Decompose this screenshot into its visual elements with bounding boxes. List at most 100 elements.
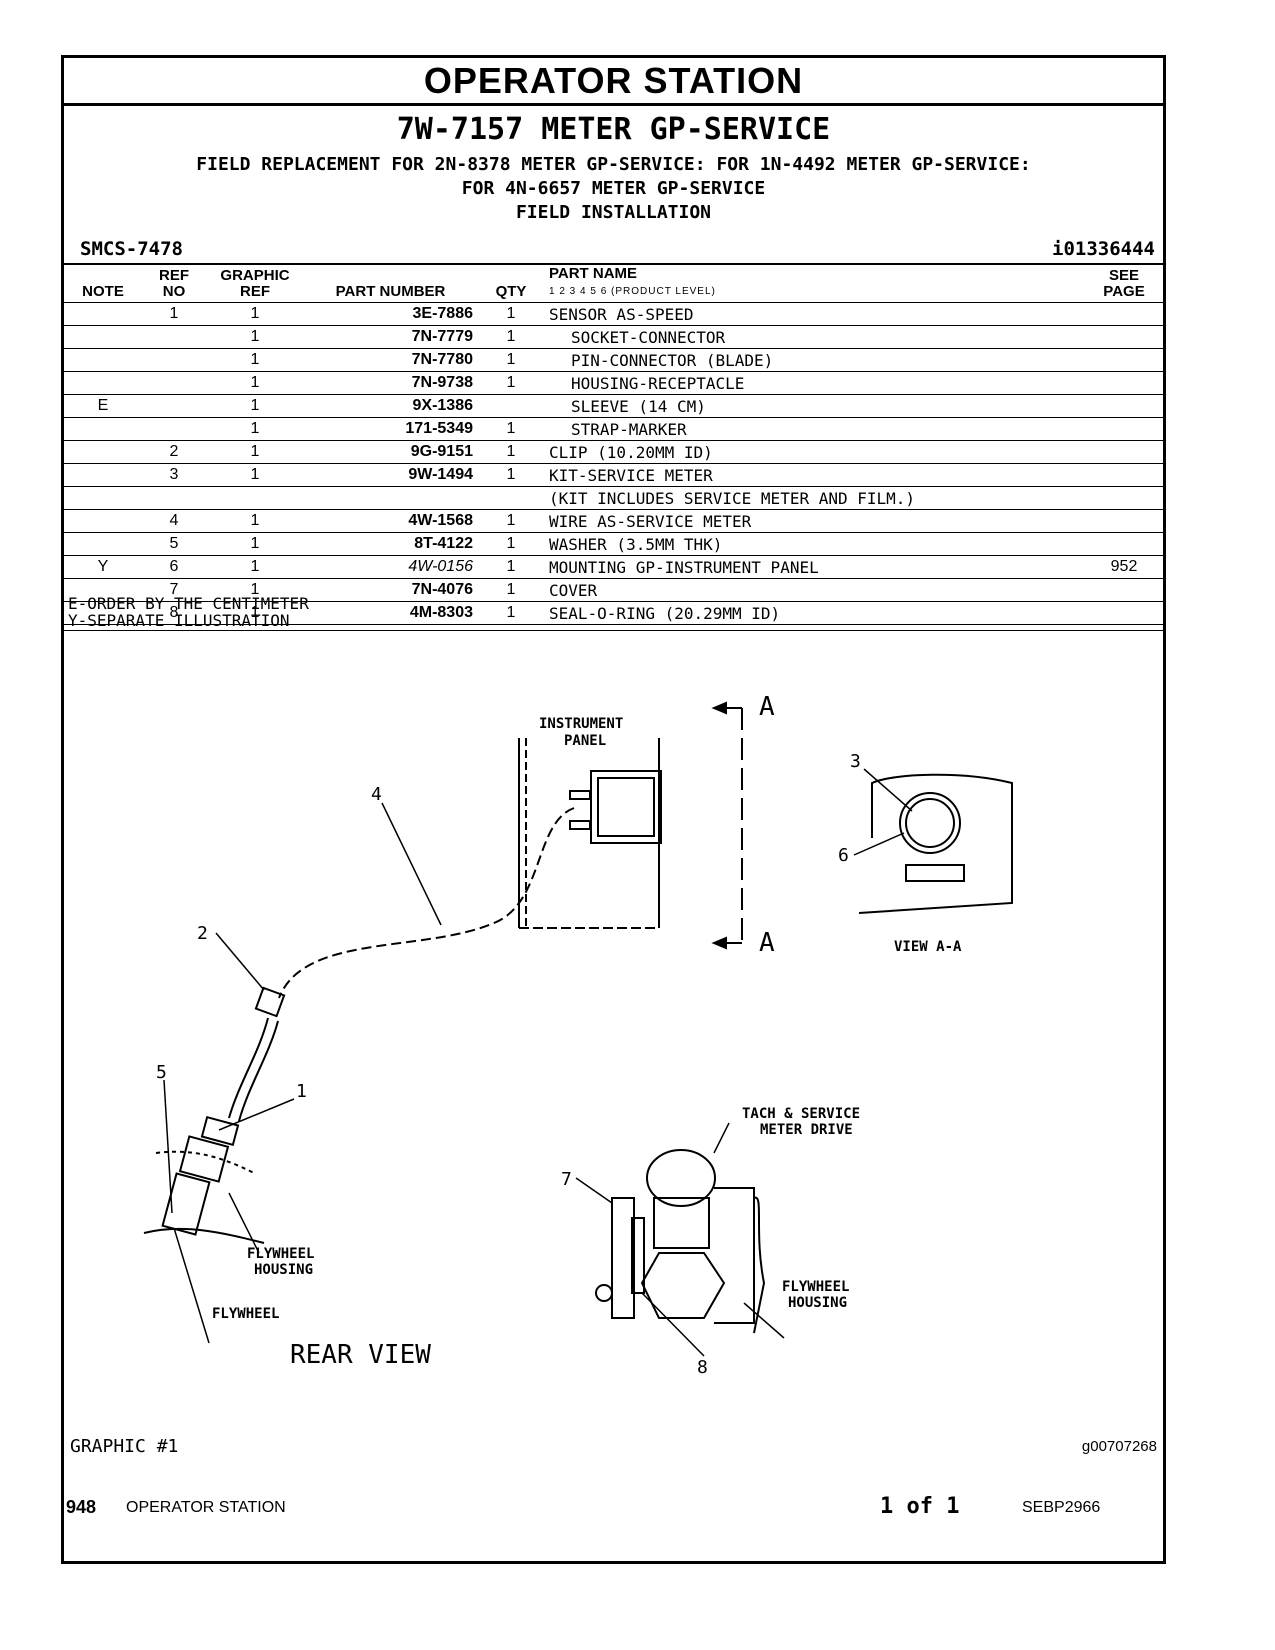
- row-part-number: 9G-9151: [304, 440, 477, 464]
- row-graphic-ref: 1: [206, 371, 304, 395]
- parts-row: 7 1 7N-4076 1 COVER: [64, 578, 1163, 602]
- parts-illustration: INSTRUMENT PANEL A A VIEW A-A TACH & SER…: [143, 692, 1013, 1378]
- row-qty: 1: [477, 532, 545, 556]
- parts-row: 3 1 9W-1494 1 KIT-SERVICE METER: [64, 463, 1163, 487]
- col-qty: QTY: [477, 263, 545, 303]
- row-ref-no: [142, 417, 206, 441]
- row-graphic-ref: 1: [206, 509, 304, 533]
- row-part-name: STRAP-MARKER: [545, 417, 1085, 441]
- page-frame: OPERATOR STATION 7W-7157 METER GP-SERVIC…: [61, 55, 1166, 1564]
- label-section-a-top: A: [759, 692, 775, 722]
- row-see-page: [1085, 371, 1163, 395]
- row-note: [64, 486, 142, 510]
- row-part-name: COVER: [545, 578, 1085, 602]
- row-see-page: [1085, 486, 1163, 510]
- row-see-page: [1085, 325, 1163, 349]
- row-graphic-ref: [206, 486, 304, 510]
- callout-6: 6: [838, 845, 849, 866]
- row-see-page: [1085, 417, 1163, 441]
- smcs-code: SMCS-7478: [80, 238, 183, 260]
- row-note: [64, 371, 142, 395]
- document-ident: i01336444: [1052, 238, 1155, 260]
- parts-row: 1 7N-7779 1 SOCKET-CONNECTOR: [64, 325, 1163, 349]
- label-instrument-panel-1: INSTRUMENT: [539, 716, 623, 732]
- row-part-number: 171-5349: [304, 417, 477, 441]
- label-tach-1: TACH & SERVICE: [742, 1106, 860, 1122]
- row-note: [64, 325, 142, 349]
- row-qty: 1: [477, 463, 545, 487]
- row-graphic-ref: 1: [206, 417, 304, 441]
- parts-row: 4 1 4W-1568 1 WIRE AS-SERVICE METER: [64, 509, 1163, 533]
- row-note: Y: [64, 555, 142, 579]
- row-see-page: [1085, 509, 1163, 533]
- row-part-name: WASHER (3.5MM THK): [545, 532, 1085, 556]
- row-part-number: 3E-7886: [304, 302, 477, 326]
- row-part-name: CLIP (10.20MM ID): [545, 440, 1085, 464]
- label-flywheel-housing-right-2: HOUSING: [788, 1295, 847, 1311]
- group-header: 7W-7157 METER GP-SERVICE FIELD REPLACEME…: [64, 106, 1163, 265]
- label-flywheel-housing-left-1: FLYWHEEL: [247, 1246, 314, 1262]
- row-graphic-ref: 1: [206, 601, 304, 625]
- label-instrument-panel-2: PANEL: [564, 733, 606, 749]
- row-qty: 1: [477, 348, 545, 372]
- row-qty: 1: [477, 578, 545, 602]
- group-title: 7W-7157 METER GP-SERVICE: [396, 112, 831, 147]
- row-part-number: 9X-1386: [304, 394, 477, 418]
- row-part-name: MOUNTING GP-INSTRUMENT PANEL: [545, 555, 1085, 579]
- parts-row: Y 6 1 4W-0156 1 MOUNTING GP-INSTRUMENT P…: [64, 555, 1163, 579]
- row-note: [64, 463, 142, 487]
- row-qty: 1: [477, 440, 545, 464]
- row-part-name: SENSOR AS-SPEED: [545, 302, 1085, 326]
- row-part-number: 7N-7780: [304, 348, 477, 372]
- row-ref-no: [142, 394, 206, 418]
- row-ref-no: 2: [142, 440, 206, 464]
- row-see-page: [1085, 348, 1163, 372]
- callout-8: 8: [697, 1357, 708, 1378]
- row-part-number: 9W-1494: [304, 463, 477, 487]
- row-graphic-ref: 1: [206, 532, 304, 556]
- col-note: NOTE: [64, 263, 142, 303]
- page-title: OPERATOR STATION: [64, 58, 1163, 106]
- row-graphic-ref: 1: [206, 325, 304, 349]
- footer-page-of: 1 of 1: [880, 1494, 960, 1519]
- parts-row: 1 171-5349 1 STRAP-MARKER: [64, 417, 1163, 441]
- row-see-page: [1085, 440, 1163, 464]
- row-part-name: WIRE AS-SERVICE METER: [545, 509, 1085, 533]
- row-part-number: 4M-8303: [304, 601, 477, 625]
- view-aa-drawing: [858, 773, 1013, 914]
- description-line-3: FIELD INSTALLATION: [515, 202, 712, 223]
- row-ref-no: 4: [142, 509, 206, 533]
- row-part-name: KIT-SERVICE METER: [545, 463, 1085, 487]
- row-graphic-ref: 1: [206, 463, 304, 487]
- callout-7: 7: [561, 1169, 572, 1190]
- clip-and-sensor: [143, 986, 286, 1244]
- row-part-number: 7N-4076: [304, 578, 477, 602]
- row-part-number: 8T-4122: [304, 532, 477, 556]
- row-qty: 1: [477, 509, 545, 533]
- instrument-panel-drawing: [518, 738, 662, 929]
- parts-row: 5 1 8T-4122 1 WASHER (3.5MM THK): [64, 532, 1163, 556]
- row-part-number: 4W-0156: [304, 555, 477, 579]
- row-see-page: 952: [1085, 555, 1163, 579]
- callout-5: 5: [156, 1062, 167, 1083]
- leader-lines: [163, 768, 913, 1357]
- label-flywheel-housing-right-1: FLYWHEEL: [782, 1279, 849, 1295]
- graphic-label: GRAPHIC #1: [70, 1436, 179, 1457]
- meter-drive-drawing: [595, 1149, 766, 1334]
- row-qty: 1: [477, 302, 545, 326]
- callout-4: 4: [371, 784, 382, 805]
- label-flywheel: FLYWHEEL: [212, 1306, 279, 1322]
- row-note: [64, 417, 142, 441]
- row-graphic-ref: 1: [206, 348, 304, 372]
- row-ref-no: 8: [142, 601, 206, 625]
- parts-row: (KIT INCLUDES SERVICE METER AND FILM.): [64, 486, 1163, 510]
- row-qty: 1: [477, 601, 545, 625]
- description-line-2: FOR 4N-6657 METER GP-SERVICE: [461, 178, 766, 199]
- row-ref-no: 3: [142, 463, 206, 487]
- section-a-marker: [711, 701, 743, 950]
- callout-1: 1: [296, 1081, 307, 1102]
- row-part-name: SOCKET-CONNECTOR: [545, 325, 1085, 349]
- col-part-number: PART NUMBER: [304, 263, 477, 303]
- row-see-page: [1085, 601, 1163, 625]
